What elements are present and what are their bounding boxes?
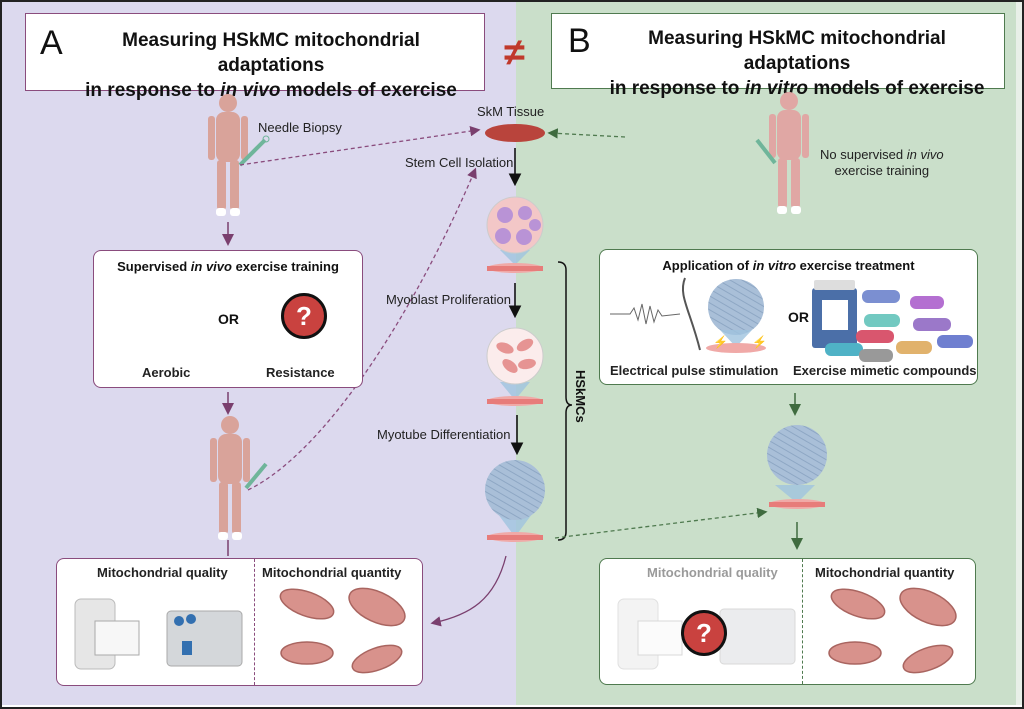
aerobic-label: Aerobic <box>142 365 191 380</box>
panel-a-title: Measuring HSkMC mitochondrial adaptation… <box>76 28 466 103</box>
faded-instruments-icon <box>617 598 796 670</box>
panel-a-title-line2: in response to in vivo models of exercis… <box>85 80 457 101</box>
capsules-icon <box>825 290 973 362</box>
electrical-signal-icon <box>610 303 681 325</box>
step-myotube-differentiation: Myotube Differentiation <box>377 427 511 442</box>
question-mark-b-icon: ? <box>681 610 727 656</box>
myoblasts-icon <box>486 327 544 400</box>
myotubes-icon <box>485 460 545 537</box>
eps-myotube-dish-icon: ⚡⚡ <box>706 279 767 353</box>
arrow-no-training-to-tissue <box>547 128 626 139</box>
panel-a-title-box: A Measuring HSkMC mitochondrial adaptati… <box>25 13 485 101</box>
culture-dish-1-icon <box>487 263 543 273</box>
panel-b-letter: B <box>568 22 591 60</box>
quality-label-b: Mitochondrial quality <box>647 565 778 580</box>
human-figure-untrained-icon <box>769 92 809 214</box>
stem-cells-icon <box>486 196 544 265</box>
human-figure-icon <box>208 94 248 216</box>
needle-biopsy-icon <box>238 135 270 167</box>
panel-a-title-line1: Measuring HSkMC mitochondrial adaptation… <box>122 30 420 76</box>
human-figure-post-training-icon <box>210 416 250 540</box>
electrode-icon <box>681 277 701 351</box>
quality-label-a: Mitochondrial quality <box>97 565 228 580</box>
needle-biopsy-2-icon <box>244 462 268 490</box>
treated-myotubes-icon <box>767 425 827 503</box>
arrow-post-biopsy-to-tissue <box>247 167 477 491</box>
needle-biopsy-label: Needle Biopsy <box>258 120 342 135</box>
or-label-b: OR <box>788 309 809 325</box>
panel-b-title-line2: in response to in vitro models of exerci… <box>609 78 985 99</box>
quantity-label-b: Mitochondrial quantity <box>815 565 955 580</box>
step-stem-cell-isolation: Stem Cell Isolation <box>405 155 514 170</box>
culture-dish-3-icon <box>487 532 543 542</box>
culture-dish-treated-icon <box>769 499 825 509</box>
skm-tissue-icon <box>485 124 545 142</box>
svg-text:⚡: ⚡ <box>752 335 767 349</box>
no-training-label: No supervised in vivo exercise training <box>820 147 944 178</box>
needle-biopsy-3-icon <box>755 138 777 165</box>
arrow-hskmcs-to-treated <box>554 507 768 539</box>
not-equal-icon: ≠ <box>504 32 525 74</box>
outcome-box-a: Mitochondrial quality Mitochondrial quan… <box>56 558 423 686</box>
panel-a-letter: A <box>40 24 63 62</box>
outcome-a-graphics <box>74 587 406 674</box>
eps-label: Electrical pulse stimulation <box>610 363 779 378</box>
mimetic-label: Exercise mimetic compounds <box>793 363 977 378</box>
training-box-title: Supervised in vivo exercise training <box>117 259 339 274</box>
or-label-a: OR <box>218 311 239 327</box>
oroboros-instrument-icon <box>166 610 243 667</box>
treatment-box: Application of in vitro exercise treatme… <box>599 249 978 385</box>
seahorse-analyzer-icon <box>74 598 140 670</box>
step-myoblast-proliferation: Myoblast Proliferation <box>386 292 511 307</box>
mitochondria-icons <box>279 587 406 674</box>
hskmcs-bracket <box>557 261 573 541</box>
outcome-b-graphics <box>617 587 957 674</box>
outcome-box-b: Mitochondrial quality Mitochondrial quan… <box>599 558 976 685</box>
culture-dish-2-icon <box>487 396 543 406</box>
quantity-label-a: Mitochondrial quantity <box>262 565 402 580</box>
pill-bottle-icon <box>812 280 857 348</box>
arrow-biopsy-to-tissue <box>239 125 481 166</box>
arrow-to-outcome-a <box>430 555 507 627</box>
svg-text:⚡: ⚡ <box>713 335 728 349</box>
skm-tissue-label: SkM Tissue <box>477 104 545 119</box>
panel-b-title-line1: Measuring HSkMC mitochondrial adaptation… <box>648 28 946 74</box>
outcome-divider-b <box>802 559 803 684</box>
panel-b-title-box: B Measuring HSkMC mitochondrial adaptati… <box>551 13 1005 99</box>
treatment-graphics: ⚡⚡ <box>610 277 973 362</box>
question-mark-icon: ? <box>281 293 327 339</box>
mitochondria-b-icons <box>828 587 957 674</box>
treatment-box-title: Application of in vitro exercise treatme… <box>662 258 915 273</box>
hskmcs-label: HSkMCs <box>573 370 588 423</box>
outcome-divider-a <box>254 559 255 685</box>
panel-b-title: Measuring HSkMC mitochondrial adaptation… <box>602 26 992 101</box>
resistance-label: Resistance <box>266 365 335 380</box>
